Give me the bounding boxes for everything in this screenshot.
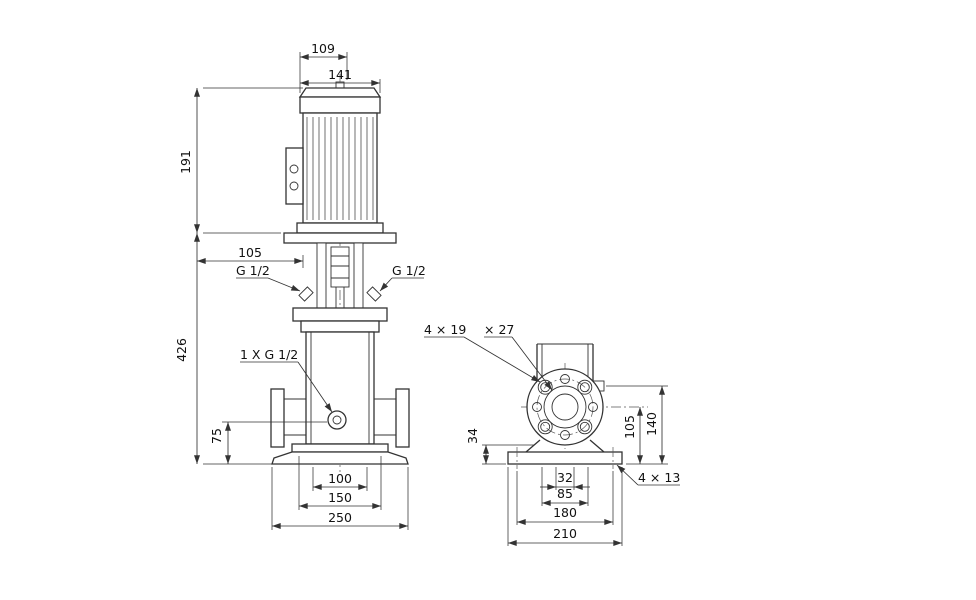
- label-base-holes: 4 × 13: [638, 470, 680, 485]
- motor-cooling-fins: [306, 117, 374, 220]
- pump-base: [271, 443, 409, 465]
- discharge-flange-right: [374, 388, 410, 448]
- dim-base-plate-width: 210: [553, 526, 577, 541]
- terminal-box: [285, 147, 304, 205]
- dim-bolt-spacing-inner: 85: [557, 486, 573, 501]
- fan-cover: [299, 96, 381, 114]
- dim-head-depth: 105: [238, 245, 262, 260]
- extension-lines-front: [203, 52, 409, 530]
- suction-flange-left: [270, 388, 306, 448]
- dim-pump-height: 426: [174, 338, 189, 362]
- motor-flange: [296, 222, 384, 234]
- stool-column-right: [353, 242, 364, 309]
- base-plate-side: [507, 439, 623, 469]
- dim-tapping-height: 140: [644, 412, 659, 436]
- flange-bolt-holes: [532, 374, 598, 440]
- dim-slot-spacing: 32: [557, 470, 573, 485]
- drain-port: [327, 410, 347, 430]
- base-foot: [271, 451, 409, 465]
- port-bore: [551, 393, 579, 421]
- dim-base-width-outer: 250: [328, 510, 352, 525]
- motor: [285, 81, 384, 234]
- fan-cover-cap: [298, 87, 382, 98]
- pump-head-lower: [300, 320, 380, 333]
- label-flange-counterbore: × 27: [484, 322, 514, 337]
- dim-drain-port-height: 75: [209, 428, 224, 444]
- dim-port-center-height: 105: [622, 415, 637, 439]
- port-flange: [526, 368, 604, 446]
- foot-plate: [291, 443, 389, 453]
- dim-bolt-spacing-outer: 180: [553, 505, 577, 520]
- stool-plate: [283, 232, 397, 244]
- dim-base-width-inner: 100: [328, 471, 352, 486]
- leader-lines-front: [236, 277, 424, 413]
- extension-lines-side: [482, 385, 668, 546]
- pump-head: [292, 307, 388, 333]
- flange-disc-right: [395, 388, 410, 448]
- raised-face: [543, 385, 587, 429]
- drain-port-plug: [332, 415, 342, 425]
- dim-base-width-mid: 150: [328, 490, 352, 505]
- flange-outer: [526, 368, 604, 446]
- front-view-pump-elevation: 109 141 191 105 426 75 G 1/2 G 1/2 1 X G…: [174, 41, 426, 530]
- dim-motor-top-width: 109: [311, 41, 335, 56]
- dimension-lines-side: [483, 385, 665, 546]
- vent-plug-left: [298, 286, 314, 302]
- vent-plug-right: [366, 286, 382, 302]
- label-vent-plug-left: G 1/2: [236, 263, 270, 278]
- side-view-flange-base: 4 × 19 × 27 34 105 140 32 85 180 210 4 ×…: [424, 322, 680, 546]
- flange-disc-left: [270, 388, 285, 448]
- label-flange-holes: 4 × 19: [424, 322, 466, 337]
- leader-lines-side: [424, 336, 680, 486]
- label-vent-plug-right: G 1/2: [392, 263, 426, 278]
- dimension-texts-front: 109 141 191 105 426 75 G 1/2 G 1/2 1 X G…: [174, 41, 426, 525]
- dimension-lines-front: [194, 54, 409, 529]
- dimension-texts-side: 4 × 19 × 27 34 105 140 32 85 180 210 4 ×…: [424, 322, 680, 541]
- bolt-circle: [536, 378, 594, 436]
- motor-stool: [283, 232, 397, 309]
- base-plate: [507, 451, 623, 465]
- coupling: [330, 246, 350, 288]
- dim-base-plate-height: 34: [465, 428, 480, 444]
- cable-entry-bottom: [289, 181, 299, 191]
- dim-motor-width: 141: [328, 67, 352, 82]
- pump-head-upper: [292, 307, 388, 322]
- drain-port-boss: [327, 410, 347, 430]
- dim-motor-height: 191: [178, 150, 193, 174]
- stool-column-left: [316, 242, 327, 309]
- label-drain-port: 1 X G 1/2: [240, 347, 298, 362]
- motor-body: [302, 112, 378, 224]
- cable-entry-top: [289, 164, 299, 174]
